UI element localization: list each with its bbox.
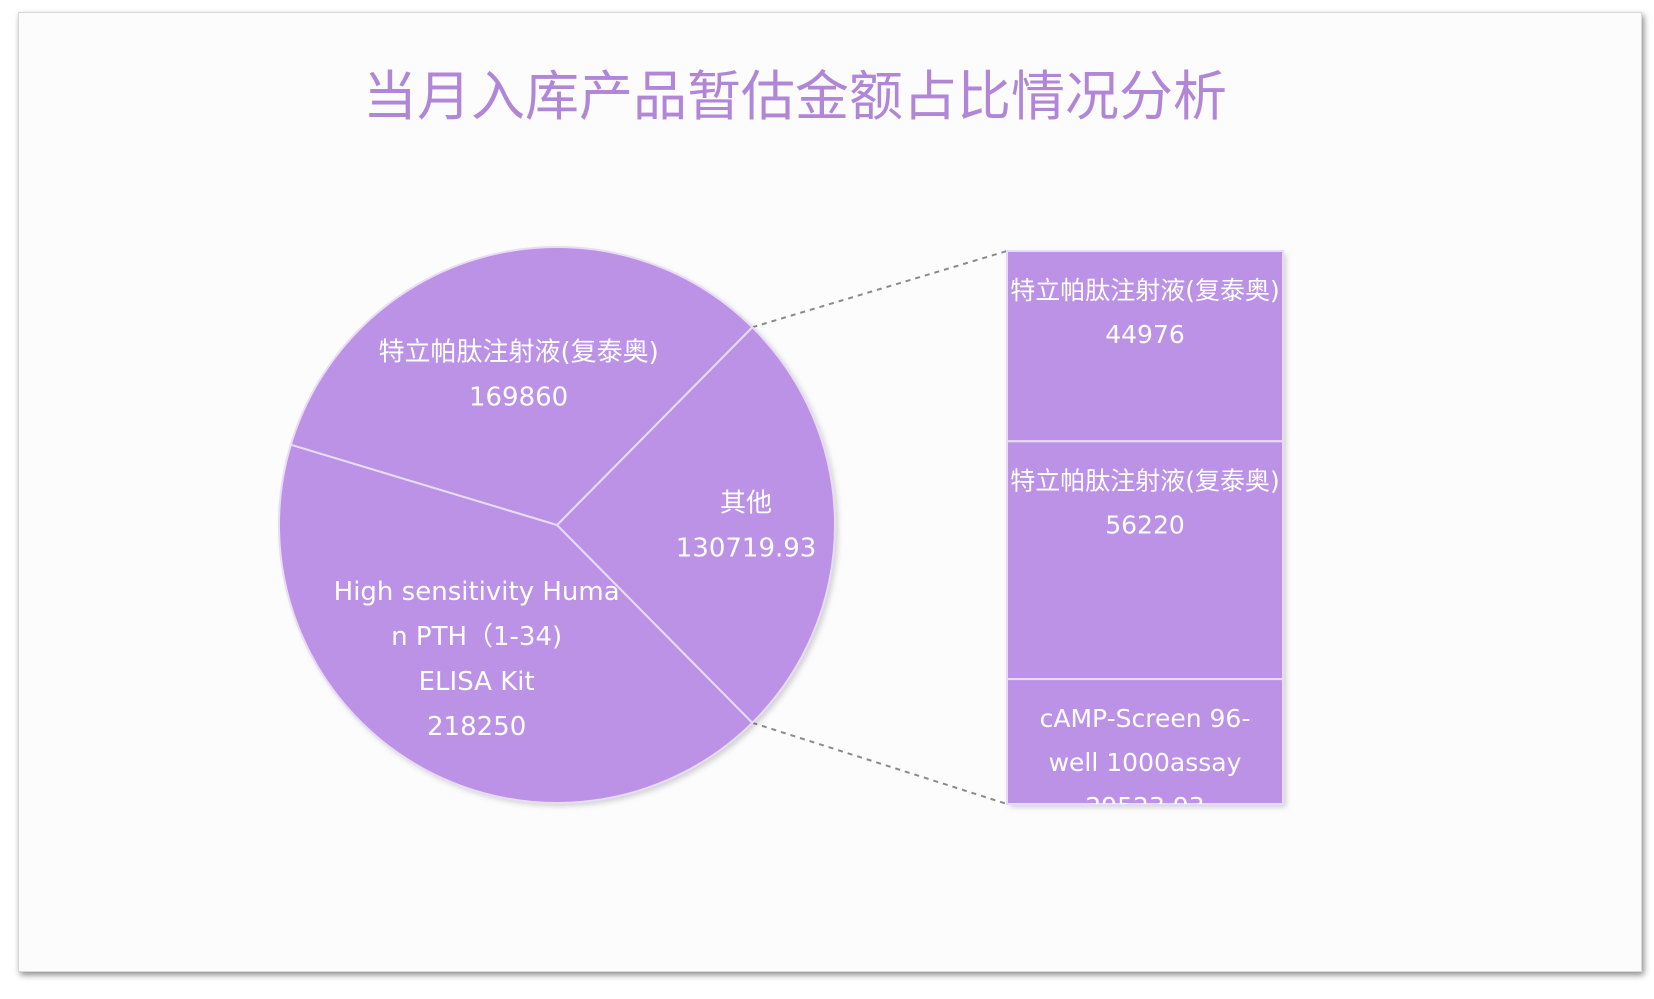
- secondary-bar: 特立帕肽注射液(复泰奥) 44976 特立帕肽注射液(复泰奥) 56220 cAMP-S…: [1006, 250, 1284, 821]
- connector-line-bottom: [752, 721, 1008, 805]
- slice-name-label: n PTH（1-34): [391, 622, 562, 652]
- bar-value-label: 56220: [1105, 510, 1185, 539]
- slice-name-label: 特立帕肽注射液(复泰奥): [378, 338, 658, 368]
- slice-value-label: 218250: [427, 712, 526, 742]
- bar-name-label: cAMP-Screen 96-: [1040, 704, 1251, 733]
- primary-pie: High sensitivity Huma n PTH（1-34) ELISA Ki…: [278, 246, 836, 804]
- pie-slice: [278, 443, 754, 804]
- connector-line-top: [752, 250, 1008, 329]
- pie-slice: [555, 325, 836, 725]
- slice-name-label: ELISA Kit: [419, 667, 535, 697]
- pie-slice: [289, 246, 754, 527]
- bar-value-label: 29523.93: [1085, 792, 1204, 821]
- bar-segment: [1006, 678, 1284, 806]
- bar-name-label: 特立帕肽注射液(复泰奥): [1010, 276, 1280, 305]
- bar-name-label: 特立帕肽注射液(复泰奥): [1010, 466, 1280, 495]
- slice-value-label: 130719.93: [676, 534, 817, 564]
- bar-name-label: well 1000assay: [1049, 748, 1242, 777]
- chart-frame: 当月入库产品暂估金额占比情况分析 High sensitivity Huma n …: [18, 12, 1642, 972]
- pie-of-pie-chart: 当月入库产品暂估金额占比情况分析 High sensitivity Huma n …: [278, 65, 1284, 821]
- bar-value-label: 44976: [1105, 320, 1185, 349]
- slice-name-label: 其他: [720, 489, 772, 519]
- slice-name-label: High sensitivity Huma: [334, 577, 620, 607]
- chart-title: 当月入库产品暂估金额占比情况分析: [363, 65, 1227, 128]
- connector-lines: [752, 250, 1008, 805]
- slice-value-label: 169860: [469, 383, 568, 413]
